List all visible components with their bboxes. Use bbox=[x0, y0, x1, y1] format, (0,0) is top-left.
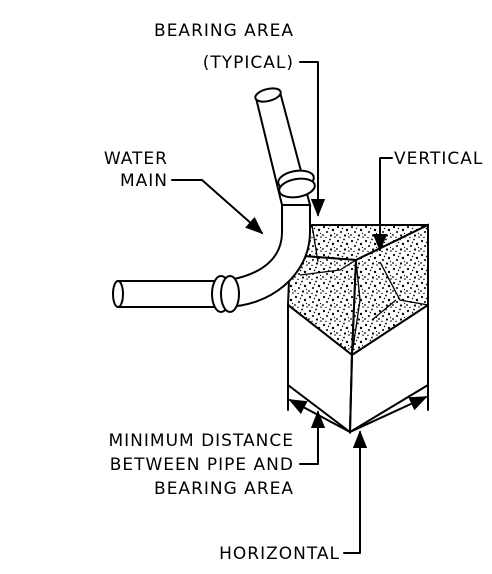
label-min-distance-line1: MINIMUM DISTANCE bbox=[108, 431, 294, 451]
leader-vertical bbox=[372, 157, 393, 252]
label-horizontal: HORIZONTAL bbox=[219, 544, 340, 564]
pipe-horizontal-leg bbox=[117, 280, 226, 308]
label-water-main-line1: WATER bbox=[104, 149, 168, 169]
leader-lines bbox=[171, 61, 393, 554]
water-main-pipe bbox=[112, 87, 316, 313]
label-min-distance-line2: BETWEEN PIPE AND bbox=[110, 455, 294, 475]
joint-collar-upper bbox=[277, 169, 316, 199]
pipe-end-vertical bbox=[254, 87, 282, 103]
leader-bearing-area bbox=[299, 61, 326, 217]
vertical-edge-line bbox=[349, 354, 353, 433]
label-bearing-area-line1: BEARING AREA bbox=[154, 21, 294, 41]
pipe-elbow bbox=[220, 204, 311, 309]
dim-arrow-right bbox=[349, 396, 428, 433]
label-vertical: VERTICAL bbox=[394, 149, 483, 169]
leader-min-distance bbox=[299, 410, 326, 465]
bearing-face-edges bbox=[299, 224, 429, 356]
labels: BEARING AREA (TYPICAL) VERTICAL WATER MA… bbox=[104, 21, 483, 564]
label-min-distance-line3: BEARING AREA bbox=[154, 479, 294, 499]
thrust-block bbox=[286, 223, 429, 434]
joint-collar-lower bbox=[211, 275, 240, 313]
pipe-end-horizontal bbox=[112, 280, 124, 308]
label-water-main-line2: MAIN bbox=[120, 171, 168, 191]
leader-water-main bbox=[171, 179, 264, 235]
label-bearing-area-line2: (TYPICAL) bbox=[203, 53, 294, 73]
leader-horizontal bbox=[343, 437, 361, 554]
